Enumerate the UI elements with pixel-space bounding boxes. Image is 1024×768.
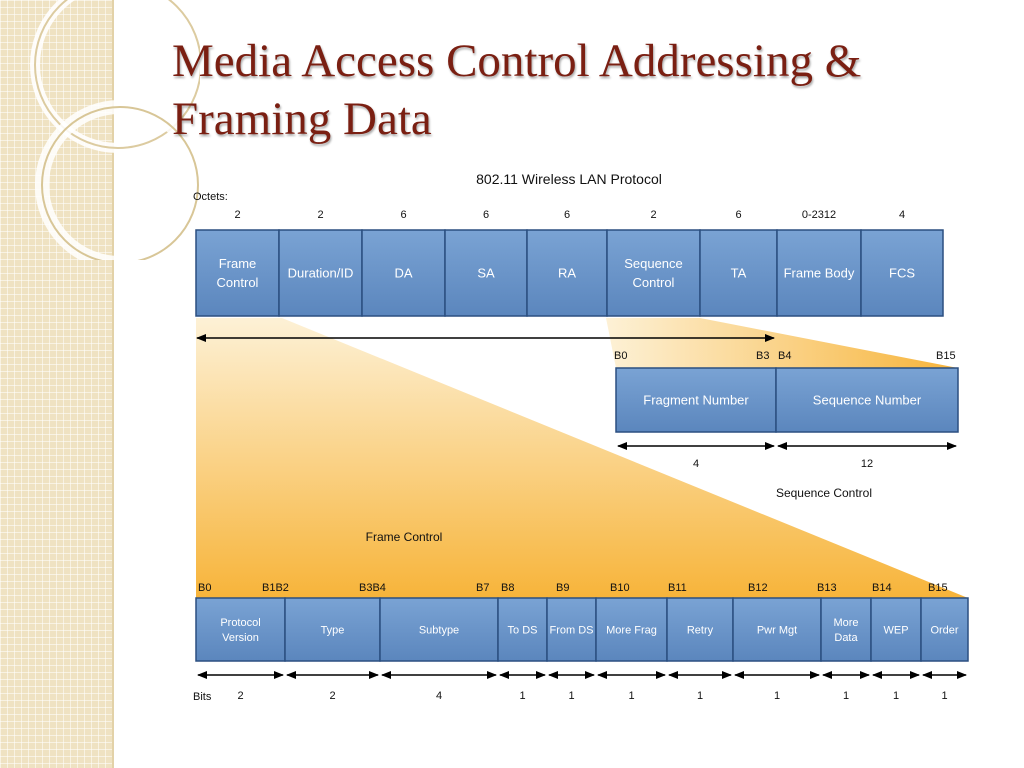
frame-control-caption: Frame Control (366, 530, 443, 544)
frame-control-field-label: More Frag (606, 624, 657, 636)
frame-control-field-label: Retry (687, 624, 714, 636)
frame-field-duration-id (278, 229, 363, 317)
frame-control-bit-marker: B8 (501, 582, 514, 594)
frame-control-field-to-ds (497, 597, 548, 662)
frame-control-field-label: Type (321, 624, 345, 636)
sequence-control-field-fragment-number (615, 367, 777, 433)
frame-control-field-protocol-version (195, 597, 286, 662)
frame-field-label: FCS (889, 266, 915, 281)
frame-control-bit-marker: B13 (817, 582, 837, 594)
frame-control-bit-marker: B14 (872, 582, 892, 594)
frame-control-field-label: From DS (550, 624, 594, 636)
sequence-control-bit-marker: B0 (614, 350, 627, 362)
frame-field-label: TA (731, 266, 747, 281)
frame-control-bit-marker: B11 (668, 582, 687, 594)
octet-count: 2 (317, 209, 323, 221)
frame-control-field-more-data (820, 597, 872, 662)
frame-control-bit-count: 1 (568, 690, 574, 702)
frame-control-field-label: To DS (508, 624, 538, 636)
sequence-control-bit-count: 12 (861, 458, 873, 470)
frame-field-label: SA (477, 266, 495, 281)
octet-count: 2 (234, 209, 240, 221)
octet-count: 6 (564, 209, 570, 221)
frame-control-field-type (284, 597, 381, 662)
frame-field-frame-control (195, 229, 280, 317)
frame-field-label: Duration/ID (288, 266, 354, 281)
frame-control-field-pwr-mgt (732, 597, 822, 662)
frame-control-bit-marker: B10 (610, 582, 630, 594)
octets-label: Octets: (193, 191, 228, 203)
frame-control-bit-marker: B9 (556, 582, 569, 594)
frame-control-bit-count: 1 (893, 690, 899, 702)
octet-count: 2 (650, 209, 656, 221)
frame-control-bit-marker: B7 (476, 582, 489, 594)
frame-control-field-more-frag (595, 597, 668, 662)
frame-control-field-label: Subtype (419, 624, 459, 636)
sequence-control-bit-marker: B4 (778, 350, 791, 362)
frame-control-field-from-ds (546, 597, 597, 662)
sequence-control-field-label: Sequence Number (813, 393, 922, 408)
frame-field-label: DA (394, 266, 412, 281)
frame-control-bit-marker: B15 (928, 582, 948, 594)
frame-control-bit-count: 1 (697, 690, 703, 702)
frame-field-label: RA (558, 266, 576, 281)
frame-control-bit-marker: B1B2 (262, 582, 289, 594)
frame-control-bit-count: 2 (329, 690, 335, 702)
frame-control-bit-count: 1 (843, 690, 849, 702)
frame-control-zoom-wedge (196, 318, 968, 598)
frame-control-field-label: WEP (883, 624, 908, 636)
frame-control-bit-count: 1 (941, 690, 947, 702)
sequence-control-bit-marker: B3 (756, 350, 769, 362)
sequence-control-field-label: Fragment Number (643, 393, 749, 408)
frame-control-bit-count: 1 (774, 690, 780, 702)
frame-field-sequence-control (606, 229, 701, 317)
frame-control-field-wep (870, 597, 922, 662)
frame-field-label: Frame Body (784, 266, 855, 281)
frame-control-bit-marker: B0 (198, 582, 211, 594)
octet-count: 0-2312 (802, 209, 836, 221)
slide-title: Media Access Control Addressing & Framin… (172, 35, 862, 145)
frame-control-bit-count: 1 (628, 690, 634, 702)
frame-control-bit-count: 1 (519, 690, 525, 702)
frame-control-field-order (920, 597, 969, 662)
frame-field-frame-body (776, 229, 862, 317)
bits-label: Bits (193, 691, 212, 703)
frame-control-field-label: Pwr Mgt (757, 624, 797, 636)
diagram-heading: 802.11 Wireless LAN Protocol (476, 171, 662, 187)
frame-control-bit-count: 2 (237, 690, 243, 702)
octet-count: 6 (483, 209, 489, 221)
sequence-control-bit-count: 4 (693, 458, 699, 470)
octet-count: 4 (899, 209, 905, 221)
frame-field-fcs (860, 229, 944, 317)
frame-field-ra (526, 229, 608, 317)
frame-control-bit-marker: B12 (748, 582, 768, 594)
octet-count: 6 (735, 209, 741, 221)
octet-count: 6 (400, 209, 406, 221)
sequence-control-bit-marker: B15 (936, 350, 956, 362)
sequence-control-caption: Sequence Control (776, 486, 872, 500)
sequence-control-zoom-wedge (606, 318, 958, 368)
sequence-control-field-sequence-number (775, 367, 959, 433)
frame-control-bit-count: 4 (436, 690, 442, 702)
frame-control-field-subtype (379, 597, 499, 662)
frame-control-field-label: Order (930, 624, 958, 636)
frame-control-bit-marker: B3B4 (359, 582, 386, 594)
